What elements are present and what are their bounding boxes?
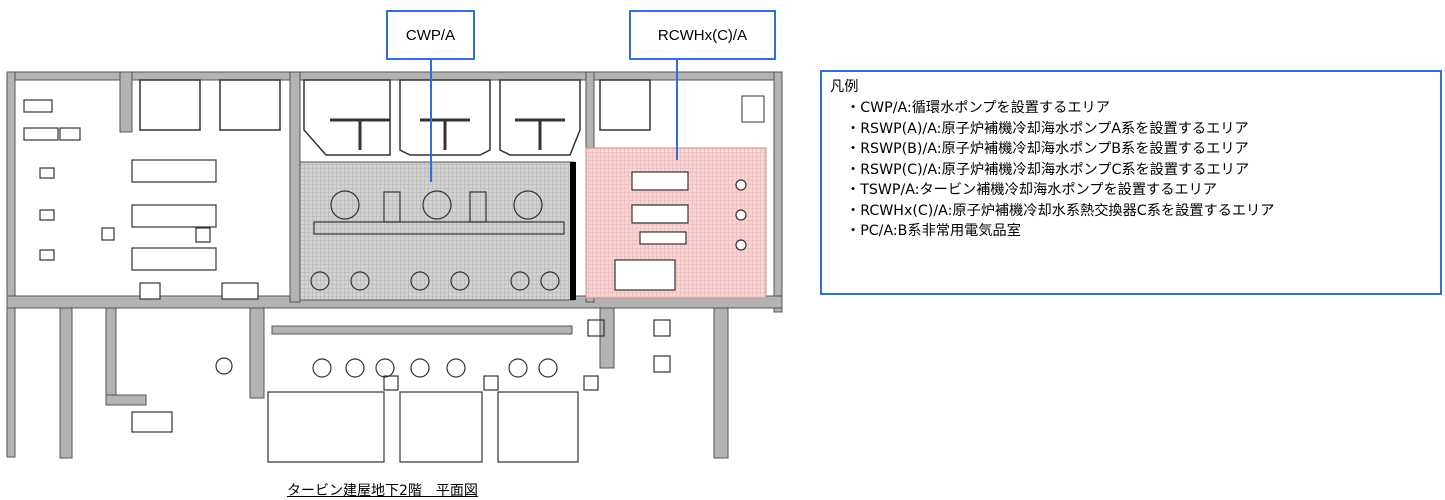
legend-item: RSWP(B)/A:原子炉補機冷却海水ポンプB系を設置するエリア	[846, 139, 1432, 160]
rcwhx-equipment	[614, 171, 747, 291]
cwp-area	[299, 161, 575, 301]
legend-item: TSWP/A:タービン補機冷却海水ポンプを設置するエリア	[846, 180, 1432, 201]
left-room-equipment	[23, 99, 259, 300]
pit-piping	[330, 118, 565, 150]
legend-item: RCWHx(C)/A:原子炉補機冷却水系熱交換器C系を設置するエリア	[846, 201, 1432, 222]
cwp-equipment	[310, 190, 565, 291]
callout-rcwhx-label: RCWHx(C)/A	[629, 10, 776, 60]
legend-list: CWP/A:循環水ポンプを設置するエリア RSWP(A)/A:原子炉補機冷却海水…	[830, 98, 1432, 242]
pump-pits	[139, 79, 651, 156]
legend-title: 凡例	[830, 79, 859, 95]
floor-plan	[6, 60, 783, 463]
lower-walls	[59, 307, 729, 459]
legend-box: 凡例 CWP/A:循環水ポンプを設置するエリア RSWP(A)/A:原子炉補機冷…	[820, 70, 1442, 295]
legend-item: RSWP(A)/A:原子炉補機冷却海水ポンプA系を設置するエリア	[846, 119, 1432, 140]
lower-equipment	[131, 319, 671, 463]
rcwhx-corner-unit	[741, 95, 765, 123]
callout-leaders	[430, 60, 678, 182]
legend-item: PC/A:B系非常用電気品室	[846, 221, 1432, 242]
cwp-area-wall	[570, 162, 576, 300]
legend-item: RSWP(C)/A:原子炉補機冷却海水ポンプC系を設置するエリア	[846, 160, 1432, 181]
callout-cwp-label: CWP/A	[386, 10, 475, 60]
plan-caption: タービン建屋地下2階 平面図	[287, 483, 478, 499]
legend-item: CWP/A:循環水ポンプを設置するエリア	[846, 98, 1432, 119]
